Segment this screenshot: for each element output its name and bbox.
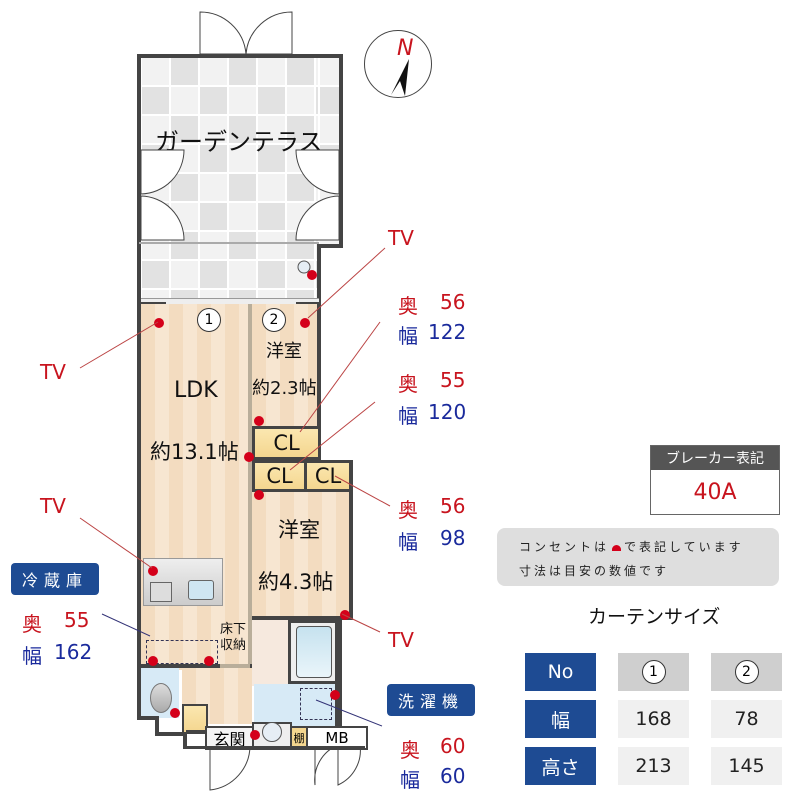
closet-1: CL <box>252 426 321 460</box>
outlet-icon <box>250 730 260 740</box>
outlet-icon <box>244 452 254 462</box>
closet-2: CL <box>252 460 307 492</box>
outlet-icon <box>254 416 264 426</box>
notes-box: コンセントはで表記しています 寸法は目安の数値です <box>497 528 779 586</box>
western-room-2 <box>252 492 352 616</box>
garden-terrace <box>140 56 318 302</box>
underfloor-storage <box>146 640 218 664</box>
tv-label: TV <box>388 628 414 652</box>
tv-label: TV <box>40 494 66 518</box>
outlet-icon <box>612 545 622 551</box>
garden-terrace-label: ガーデンテラス <box>155 128 323 156</box>
outlet-icon <box>330 690 340 700</box>
breaker-value: 40A <box>693 479 737 505</box>
washer-tag: 洗濯機 <box>387 684 475 716</box>
outlet-icon <box>340 610 350 620</box>
breaker-box: ブレーカー表記 40A <box>650 445 780 515</box>
outlet-icon <box>170 708 180 718</box>
ldk-label: LDK <box>174 378 218 403</box>
outlet-icon <box>148 566 158 576</box>
window-marker-1: 1 <box>197 308 221 332</box>
ldk-size: 約13.1帖 <box>150 440 239 464</box>
breaker-title: ブレーカー表記 <box>651 446 779 470</box>
shelf: 棚 <box>290 726 308 750</box>
closet-3: CL <box>304 460 352 492</box>
tv-label: TV <box>40 360 66 384</box>
outlet-icon <box>254 490 264 500</box>
outlet-icon <box>154 318 164 328</box>
compass: N <box>364 30 432 98</box>
tv-label: TV <box>388 226 414 250</box>
outlet-icon <box>307 270 317 280</box>
window-marker-2: 2 <box>262 308 286 332</box>
curtain-title: カーテンサイズ <box>588 606 721 628</box>
north-arrow-icon <box>391 59 409 96</box>
fridge-tag: 冷蔵庫 <box>11 563 99 595</box>
outlet-icon <box>300 318 310 328</box>
outlet-icon <box>148 656 158 666</box>
ldk-room <box>141 304 251 670</box>
compass-n-label: N <box>397 36 414 61</box>
outlet-icon <box>204 656 214 666</box>
